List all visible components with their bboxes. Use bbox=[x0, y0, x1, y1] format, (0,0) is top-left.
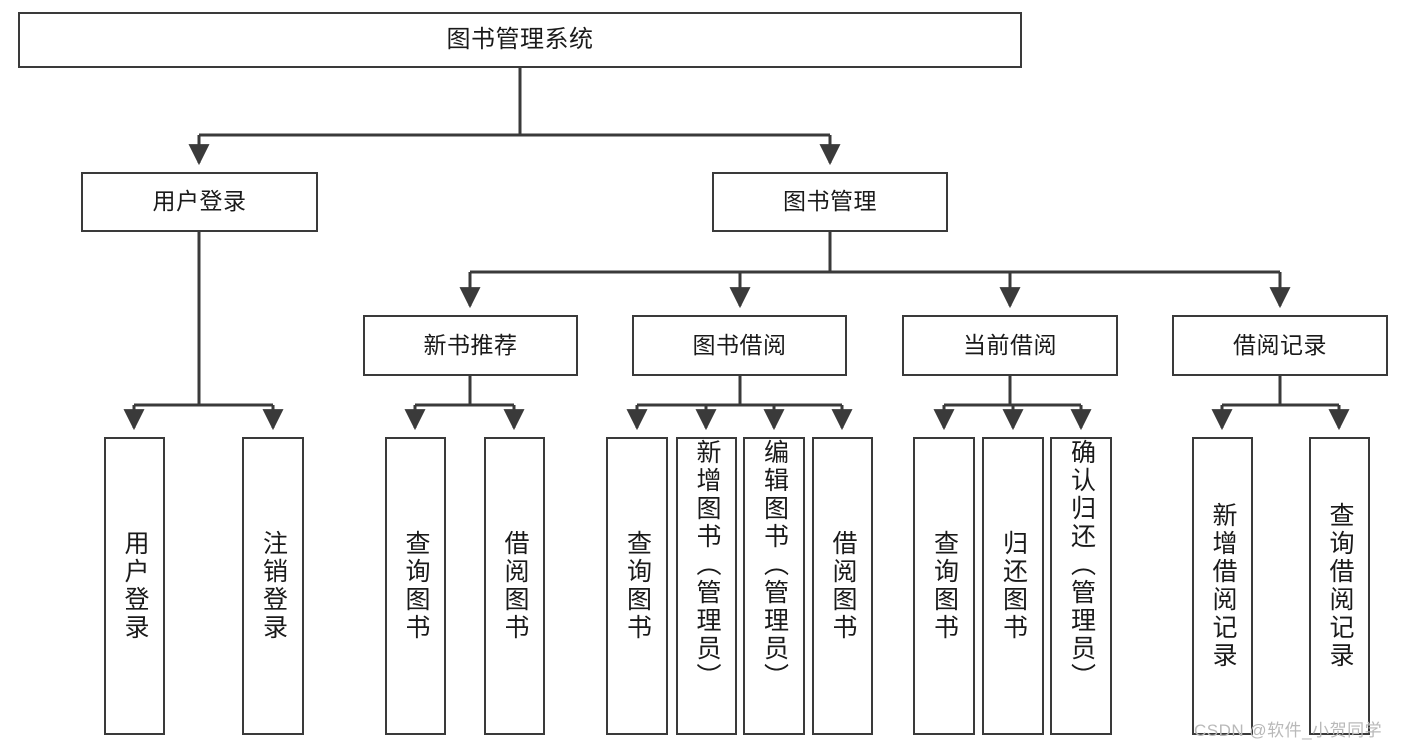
leaf-query-book-recommend[interactable]: 查询图书 bbox=[385, 437, 446, 735]
leaf-add-book[interactable]: 新增图书（管理员） bbox=[676, 437, 737, 735]
leaf-return-book[interactable]: 归还图书 bbox=[982, 437, 1044, 735]
leaf-user-login[interactable]: 用户登录 bbox=[104, 437, 165, 735]
node-label: 当前借阅 bbox=[963, 331, 1057, 358]
leaf-confirm-return[interactable]: 确认归还（管理员） bbox=[1050, 437, 1112, 735]
node-label: 用户登录 bbox=[152, 188, 247, 215]
node-book-management[interactable]: 图书管理 bbox=[712, 172, 948, 232]
node-root-system[interactable]: 图书管理系统 bbox=[18, 12, 1022, 68]
leaf-query-book-borrow[interactable]: 查询图书 bbox=[606, 437, 668, 735]
leaf-logout-login[interactable]: 注销登录 bbox=[242, 437, 304, 735]
node-label: 归还图书 bbox=[999, 530, 1028, 642]
node-label: 注销登录 bbox=[259, 530, 288, 642]
node-user-login[interactable]: 用户登录 bbox=[81, 172, 318, 232]
node-current-borrow[interactable]: 当前借阅 bbox=[902, 315, 1118, 376]
node-label: 借阅图书 bbox=[501, 530, 529, 642]
node-label: 查询借阅记录 bbox=[1326, 502, 1354, 670]
node-label: 查询图书 bbox=[623, 530, 652, 642]
node-label: 借阅记录 bbox=[1233, 331, 1327, 358]
node-label: 查询图书 bbox=[402, 530, 430, 642]
leaf-borrow-book-borrow[interactable]: 借阅图书 bbox=[812, 437, 873, 735]
leaf-query-borrow-record[interactable]: 查询借阅记录 bbox=[1309, 437, 1370, 735]
leaf-borrow-book-recommend[interactable]: 借阅图书 bbox=[484, 437, 545, 735]
leaf-edit-book[interactable]: 编辑图书（管理员） bbox=[743, 437, 805, 735]
node-label: 新增借阅记录 bbox=[1209, 502, 1237, 670]
node-borrow-record[interactable]: 借阅记录 bbox=[1172, 315, 1388, 376]
node-label: 借阅图书 bbox=[829, 530, 857, 642]
node-label: 图书借阅 bbox=[692, 331, 787, 358]
node-label: 确认归还（管理员） bbox=[1067, 439, 1096, 691]
node-label: 图书管理系统 bbox=[446, 25, 594, 53]
node-new-book-recommend[interactable]: 新书推荐 bbox=[363, 315, 578, 376]
node-label: 用户登录 bbox=[121, 530, 149, 642]
node-label: 查询图书 bbox=[930, 530, 959, 642]
node-label: 图书管理 bbox=[783, 188, 877, 215]
node-label: 新增图书（管理员） bbox=[693, 439, 721, 691]
leaf-query-book-current[interactable]: 查询图书 bbox=[913, 437, 975, 735]
node-label: 新书推荐 bbox=[423, 331, 518, 358]
watermark-text: CSDN @软件_小贺同学 bbox=[1194, 721, 1383, 740]
leaf-add-borrow-record[interactable]: 新增借阅记录 bbox=[1192, 437, 1253, 735]
node-label: 编辑图书（管理员） bbox=[760, 439, 789, 691]
node-book-borrow[interactable]: 图书借阅 bbox=[632, 315, 847, 376]
